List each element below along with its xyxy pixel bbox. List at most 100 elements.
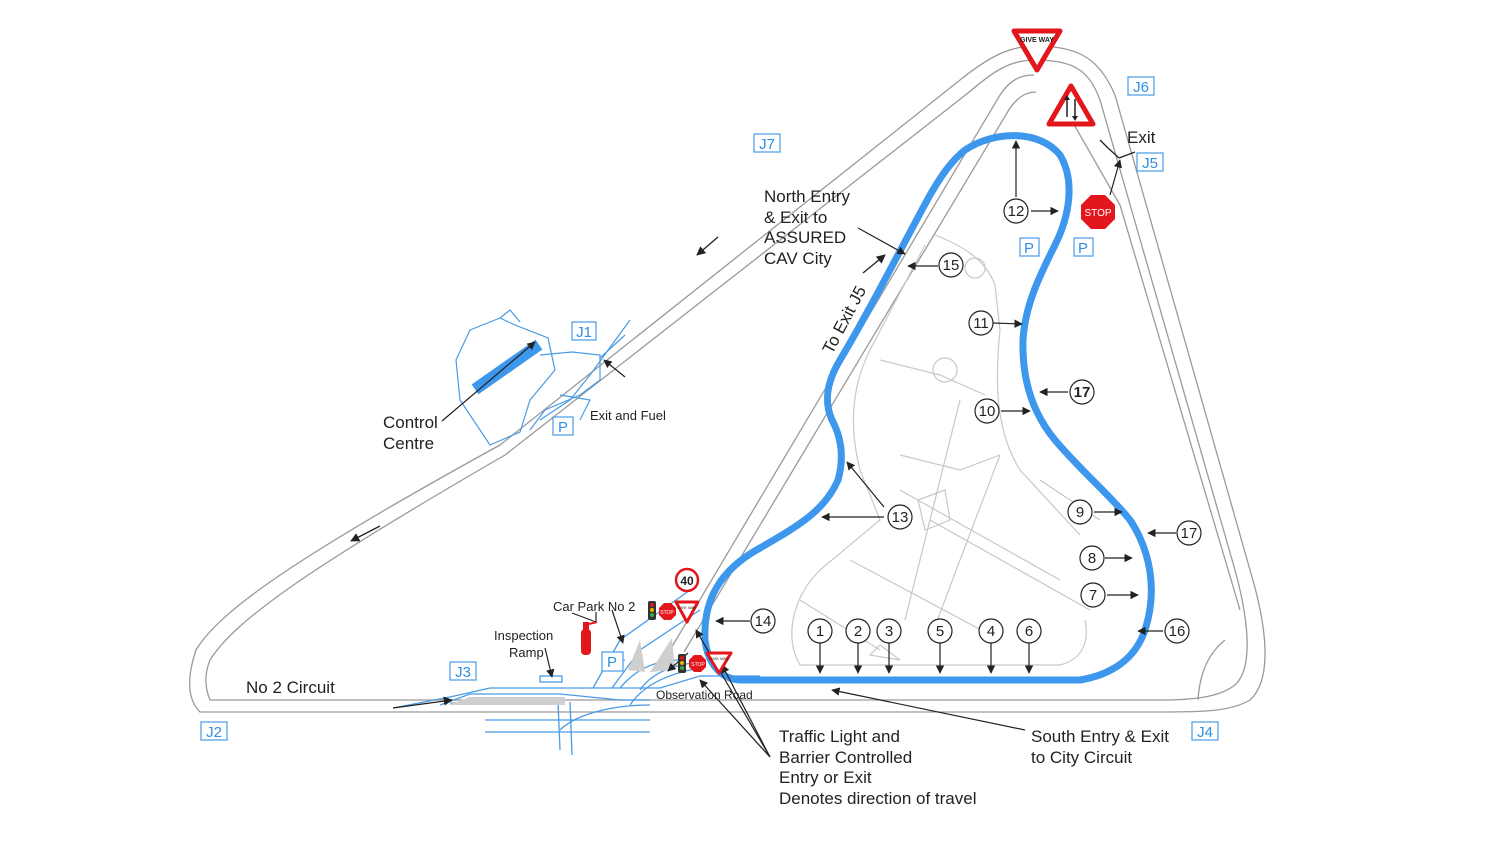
svg-text:11: 11	[973, 315, 989, 332]
exit-fuel-label: Exit and Fuel	[590, 408, 666, 423]
svg-text:1: 1	[816, 623, 824, 640]
inspection-ramp-label: Inspection Ramp	[494, 628, 553, 660]
control-centre-complex	[455, 309, 631, 446]
svg-text:GIVE WAY: GIVE WAY	[677, 605, 697, 610]
svg-text:South Entry & Exit: South Entry & Exit	[1031, 727, 1169, 746]
car-park-2-wedge	[628, 640, 645, 672]
svg-text:Traffic Light and: Traffic Light and	[779, 727, 900, 746]
svg-text:14: 14	[755, 613, 772, 630]
junction-j4: J4	[1191, 721, 1219, 741]
svg-text:J2: J2	[206, 724, 222, 741]
svg-text:3: 3	[885, 623, 893, 640]
svg-text:16: 16	[1169, 623, 1186, 640]
point-5: 5	[927, 618, 953, 644]
point-4: 4	[978, 618, 1004, 644]
svg-text:Entry or Exit: Entry or Exit	[779, 768, 872, 787]
point-16: 16	[1164, 618, 1190, 644]
svg-text:STOP: STOP	[691, 662, 705, 668]
junction-j3: J3	[449, 661, 477, 681]
junction-j1: J1	[571, 321, 597, 341]
svg-text:7: 7	[1089, 587, 1097, 604]
numbered-points: 1 2 3 4 5 6 7 8 9 10 11 12 13 14 15 16 1…	[750, 198, 1202, 644]
city-roads	[791, 234, 1101, 666]
svg-text:Denotes direction of travel: Denotes direction of travel	[779, 789, 977, 808]
parking-3: P	[1019, 237, 1040, 257]
svg-text:GIVE WAY: GIVE WAY	[709, 656, 729, 661]
svg-text:GIVE WAY: GIVE WAY	[1020, 37, 1054, 44]
point-15: 15	[938, 252, 964, 278]
stop-sign-lower: STOP	[689, 655, 706, 672]
point-17-east: 17	[1176, 520, 1202, 546]
fire-extinguisher-icon	[581, 621, 598, 655]
give-way-sign-upper: GIVE WAY	[674, 600, 700, 624]
speed-limit-sign: 40	[674, 567, 700, 593]
control-centre-label: Control Centre	[383, 413, 438, 453]
svg-text:6: 6	[1025, 623, 1033, 640]
svg-text:17: 17	[1181, 525, 1198, 542]
svg-text:Ramp: Ramp	[509, 645, 544, 660]
parking-2: P	[601, 651, 624, 672]
svg-text:J1: J1	[576, 324, 592, 341]
direction-arrows	[350, 139, 1136, 709]
main-test-track	[701, 132, 1155, 684]
give-way-sign-lower: GIVE WAY	[705, 651, 733, 675]
inspection-ramp-shape	[448, 697, 565, 705]
junction-j2: J2	[200, 721, 228, 741]
point-14: 14	[750, 608, 776, 634]
svg-text:J5: J5	[1142, 155, 1158, 172]
svg-text:J4: J4	[1197, 724, 1213, 741]
traffic-light-legend: Traffic Light and Barrier Controlled Ent…	[779, 727, 977, 808]
parking-areas: P P P P	[552, 237, 1094, 672]
svg-text:13: 13	[892, 509, 909, 526]
junction-j7: J7	[753, 133, 781, 153]
south-entry-label: South Entry & Exit to City Circuit	[1031, 727, 1169, 767]
traffic-light-upper	[648, 601, 656, 620]
svg-text:8: 8	[1088, 550, 1096, 567]
junction-markers: J1 J2 J3 J4 J5 J6 J7	[200, 76, 1219, 741]
parking-4: P	[1073, 237, 1094, 257]
observation-wedge	[650, 638, 675, 672]
point-8: 8	[1079, 545, 1105, 571]
north-entry-label: North Entry & Exit to ASSURED CAV City	[764, 187, 850, 268]
svg-text:15: 15	[943, 257, 960, 274]
svg-text:J6: J6	[1133, 79, 1149, 96]
point-10: 10	[974, 398, 1000, 424]
svg-text:10: 10	[979, 403, 996, 420]
no2-circuit-label: No 2 Circuit	[246, 678, 335, 697]
point-2: 2	[845, 618, 871, 644]
point-1: 1	[807, 618, 833, 644]
point-13: 13	[887, 504, 913, 530]
give-way-sign-north: GIVE WAY	[1011, 28, 1063, 73]
point-3: 3	[876, 618, 902, 644]
svg-text:Barrier Controlled: Barrier Controlled	[779, 748, 912, 767]
point-17-north: 17	[1069, 379, 1095, 405]
svg-text:Inspection: Inspection	[494, 628, 553, 643]
svg-text:STOP: STOP	[660, 610, 674, 616]
svg-text:ASSURED: ASSURED	[764, 228, 846, 247]
svg-text:2: 2	[854, 623, 862, 640]
point-12: 12	[1003, 198, 1029, 224]
point-6: 6	[1016, 618, 1042, 644]
traffic-light-lower	[678, 654, 686, 673]
inner-road	[669, 74, 1241, 701]
svg-text:12: 12	[1008, 203, 1025, 220]
exit-label: Exit	[1127, 128, 1156, 147]
svg-text:P: P	[607, 654, 617, 671]
svg-text:40: 40	[680, 574, 694, 588]
svg-text:5: 5	[936, 623, 944, 640]
car-park-2-label: Car Park No 2	[553, 599, 635, 614]
svg-text:4: 4	[987, 623, 995, 640]
stop-sign-j5: STOP	[1081, 195, 1115, 229]
svg-text:STOP: STOP	[1084, 208, 1111, 219]
point-7: 7	[1080, 582, 1106, 608]
svg-text:9: 9	[1076, 504, 1084, 521]
pointer-lines	[441, 140, 1176, 758]
svg-text:P: P	[1024, 240, 1034, 257]
svg-text:J7: J7	[759, 136, 775, 153]
svg-text:P: P	[1078, 240, 1088, 257]
svg-text:J3: J3	[455, 664, 471, 681]
svg-text:North Entry: North Entry	[764, 187, 850, 206]
observation-road-label: Observation Road	[656, 688, 753, 702]
svg-text:CAV City: CAV City	[764, 249, 832, 268]
